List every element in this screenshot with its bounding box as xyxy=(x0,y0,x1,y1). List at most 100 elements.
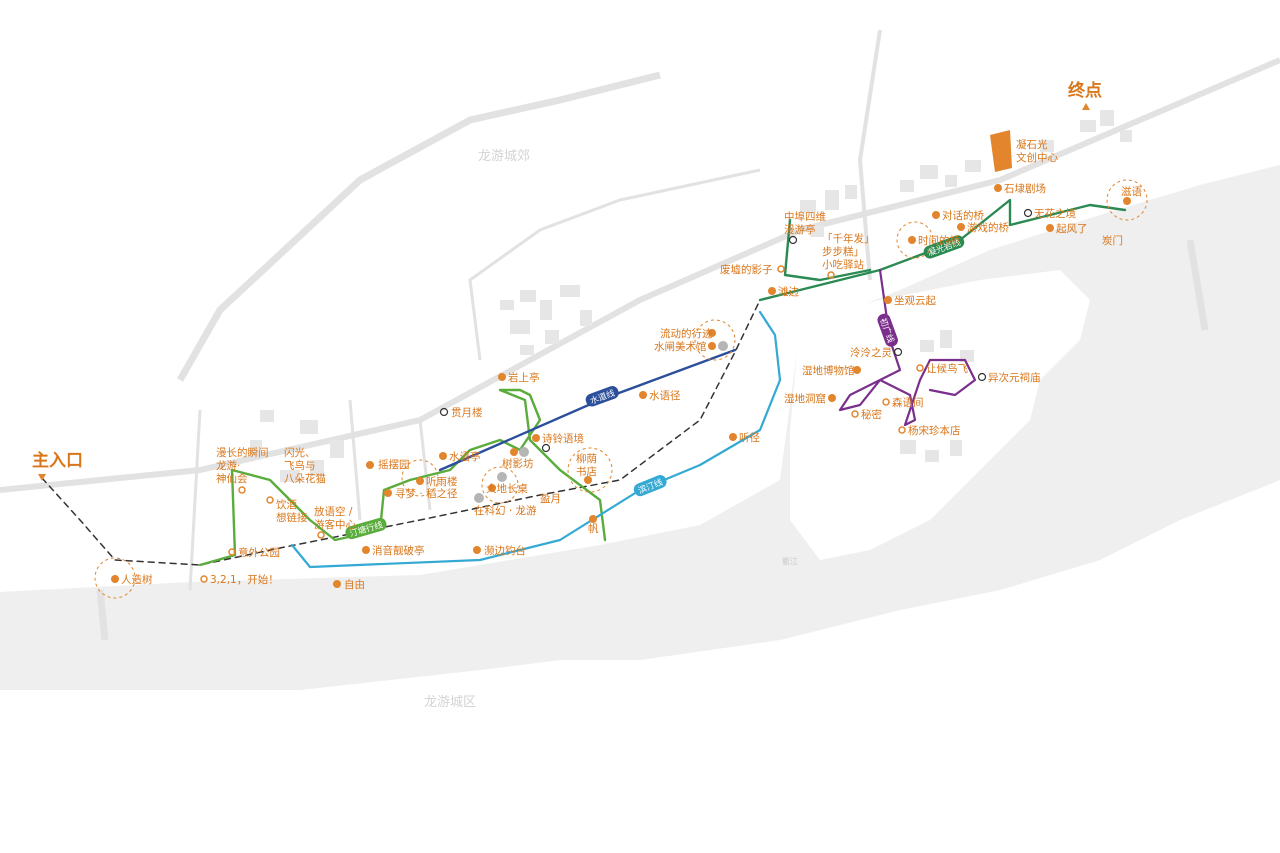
poi-label: 秘密 xyxy=(861,408,882,421)
poi-label: 湿地洞窟 xyxy=(784,392,826,405)
poi-label: 八朵花猫 xyxy=(284,472,326,485)
poi-dot xyxy=(416,477,424,485)
poi-label: 石埭剧场 xyxy=(1004,182,1046,195)
station-icons xyxy=(439,208,1033,453)
poi-label: 柳荫 xyxy=(576,452,597,465)
poi-label: 书店 xyxy=(576,465,597,478)
river-channel xyxy=(0,165,1280,690)
poi-dot xyxy=(777,265,785,273)
poi-label: 贯月楼 xyxy=(451,406,483,419)
poi-label: 岩上亭 xyxy=(508,371,540,384)
poi-dot xyxy=(882,398,890,406)
poi-dot xyxy=(708,342,716,350)
poi-dot xyxy=(589,515,597,523)
poi-label: 对话的桥 xyxy=(942,209,984,222)
poi-dot xyxy=(908,236,916,244)
poi-label: 坐观云起 xyxy=(894,295,936,307)
highlight-circles xyxy=(94,179,1148,599)
poi-label: 炭门 xyxy=(1102,234,1123,247)
area-label-longyou-north: 龙游城郊 xyxy=(478,148,530,164)
poi-label: 濒边钓台 xyxy=(484,544,526,557)
poi-dot xyxy=(584,476,592,484)
route-tingtang-line xyxy=(198,388,607,567)
entrance-label: 主入口 xyxy=(32,450,83,471)
poi-dot xyxy=(384,489,392,497)
poi-label: 漫长的瞬间 xyxy=(216,446,269,459)
poi-dot xyxy=(200,575,208,583)
poi-label: 时间的桥 xyxy=(918,234,960,247)
gather-dots xyxy=(474,341,728,503)
route-lines xyxy=(41,198,1127,569)
poi-dot xyxy=(851,410,859,418)
poi-label: 神仙会 xyxy=(216,472,248,485)
poi-label: 滩边 xyxy=(778,285,799,298)
poi-label: 听径 xyxy=(739,431,760,444)
poi-label: 杨宋珍本店 xyxy=(908,424,961,437)
poi-label: 小吃驿站 xyxy=(822,258,864,271)
station-icon xyxy=(977,372,987,382)
poi-label: 起风了 xyxy=(1056,223,1088,235)
area-label-longyou-city: 龙游城区 xyxy=(424,695,476,710)
poi-dot xyxy=(473,546,481,554)
poi-dot xyxy=(366,461,374,469)
poi-label: 闪光、 xyxy=(284,446,316,459)
poi-dot xyxy=(111,575,119,583)
poi-label: 盈月 xyxy=(540,493,561,505)
poi-dot xyxy=(827,271,835,279)
line-badge-bintang[interactable]: 滨汀线 xyxy=(632,473,668,498)
poi-dot xyxy=(916,364,924,372)
poi-dot xyxy=(729,433,737,441)
poi-label: 寻梦 · 稻之径 xyxy=(395,487,458,500)
poi-label: 意外公园 xyxy=(238,546,280,559)
station-icon xyxy=(788,235,798,245)
poi-label: 人造树 xyxy=(121,573,153,586)
poi-label: 漫游亭 xyxy=(784,223,816,236)
station-icon xyxy=(541,443,551,453)
poi-label: 让候鸟飞 xyxy=(926,362,968,375)
poi-labels: 人造树 3,2,1，开始！ 意外公园 漫长的瞬间 龙游· 神仙会 闪光、 飞鸟与… xyxy=(121,182,1143,591)
poi-dot xyxy=(498,373,506,381)
poi-label: 滋语 xyxy=(1121,185,1143,198)
poi-dot xyxy=(639,391,647,399)
cultural-center[interactable]: 凝石光 文创中心 xyxy=(990,130,1058,172)
poi-dot xyxy=(957,223,965,231)
poi-label: 飞鸟与 xyxy=(284,459,316,472)
poi-dot xyxy=(532,434,540,442)
poi-label: 步步糕」 xyxy=(822,245,864,258)
poi-dot xyxy=(1046,224,1054,232)
end-marker[interactable]: 终点 xyxy=(1068,80,1102,110)
poi-label: 自由 xyxy=(344,578,365,591)
cultural-center-label-1: 凝石光 xyxy=(1016,138,1048,151)
route-tingguang-line xyxy=(758,198,1127,302)
poi-dot xyxy=(333,580,341,588)
entrance-arrow-icon xyxy=(38,474,46,481)
poi-dot xyxy=(228,548,236,556)
poi-label: 游戏的桥 xyxy=(967,221,1009,234)
line-badge-shuidao[interactable]: 水道线 xyxy=(584,384,620,408)
poi-dot xyxy=(317,531,325,539)
poi-markers xyxy=(111,184,1131,588)
poi-label: 森语间 xyxy=(892,396,924,409)
station-icon xyxy=(1023,208,1033,218)
poi-label: 水语亭 xyxy=(449,450,481,463)
poi-label: 3,2,1，开始！ xyxy=(210,573,279,586)
poi-label: 废墟的影子 xyxy=(720,263,773,276)
poi-dot xyxy=(768,287,776,295)
poi-label: 流动的行迹 xyxy=(660,327,713,340)
poi-label: 水闸美术馆 xyxy=(654,340,707,353)
poi-label: 大地长桌 xyxy=(486,482,528,495)
poi-label: 想链接 xyxy=(276,511,308,524)
poi-dot xyxy=(362,546,370,554)
cultural-center-building-icon xyxy=(990,130,1012,172)
poi-label: 「千年发」 xyxy=(822,232,875,245)
entrance-dashed-path xyxy=(41,299,761,566)
route-bintang-line xyxy=(290,310,782,569)
poi-label: 游客中心 xyxy=(314,518,356,531)
station-icon xyxy=(893,347,903,357)
poi-dot xyxy=(853,366,861,374)
poi-dot xyxy=(488,484,496,492)
poi-label: 帆 xyxy=(588,522,599,535)
poi-dot xyxy=(994,184,1002,192)
entrance-marker[interactable]: 主入口 xyxy=(32,450,83,481)
